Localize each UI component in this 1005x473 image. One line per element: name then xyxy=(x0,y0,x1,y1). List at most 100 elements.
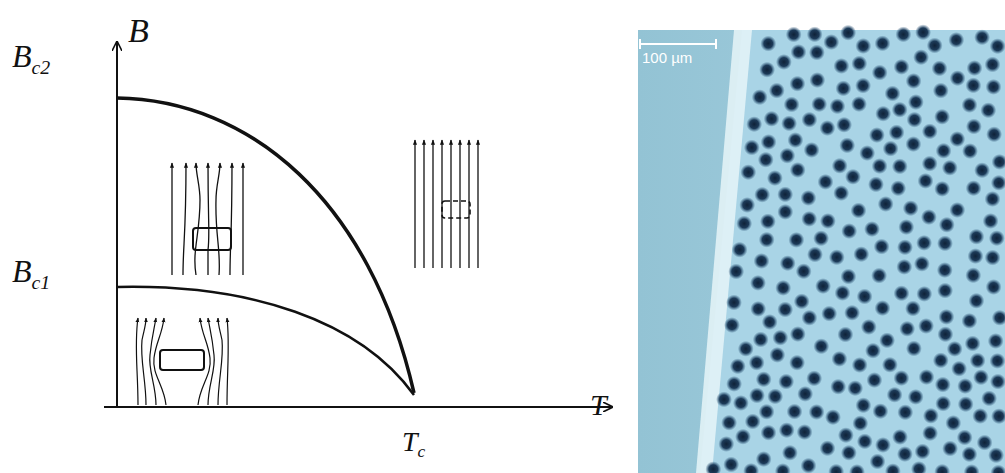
vortex xyxy=(948,32,964,48)
vortex xyxy=(945,415,961,431)
vortex xyxy=(895,26,911,42)
vortex xyxy=(887,387,903,403)
meissner-field-lines xyxy=(136,318,228,405)
vortex xyxy=(892,429,908,445)
vortex xyxy=(809,404,825,420)
axis-label: T xyxy=(590,390,607,420)
vortex xyxy=(875,35,891,51)
vortex xyxy=(832,158,848,174)
vortex xyxy=(916,235,932,251)
vortex xyxy=(934,464,950,473)
axis-label: Bc2 xyxy=(12,40,50,78)
vortex xyxy=(847,380,863,396)
vortex xyxy=(724,317,740,333)
vortex xyxy=(892,102,908,118)
vortex xyxy=(906,341,922,357)
vortex xyxy=(951,361,967,377)
vortex xyxy=(949,131,965,147)
vortex xyxy=(851,203,867,219)
vortex xyxy=(801,112,817,128)
vortex xyxy=(818,174,834,190)
vortex xyxy=(899,321,915,337)
vortex xyxy=(852,415,868,431)
vortex xyxy=(745,414,761,430)
vortex xyxy=(988,447,1004,463)
vortex xyxy=(830,379,846,395)
sample-edge xyxy=(696,30,752,473)
vortex xyxy=(762,314,778,330)
vortex xyxy=(813,338,829,354)
vortex xyxy=(962,143,978,159)
vortex xyxy=(749,355,765,371)
vortex xyxy=(913,49,929,65)
vortex xyxy=(781,115,797,131)
vortex xyxy=(870,454,886,470)
vortex xyxy=(821,306,837,322)
scale-bar xyxy=(715,39,717,49)
vortex xyxy=(942,160,958,176)
normal-field-lines xyxy=(415,140,478,268)
vortex xyxy=(885,86,901,102)
vortex xyxy=(759,62,775,78)
vortex xyxy=(938,309,954,325)
vortex xyxy=(735,429,751,445)
vortex xyxy=(968,293,984,309)
vortex xyxy=(790,162,806,178)
vortex xyxy=(800,190,816,206)
vortex xyxy=(786,27,802,43)
vortex xyxy=(855,78,871,94)
vortex xyxy=(851,56,867,72)
vortex xyxy=(837,327,853,343)
vortex xyxy=(756,371,772,387)
vortex xyxy=(778,374,794,390)
vortex xyxy=(857,433,873,449)
vortex xyxy=(992,154,1005,170)
vortex xyxy=(967,60,983,76)
vortex xyxy=(872,158,888,174)
vortex xyxy=(759,232,775,248)
vortex xyxy=(772,330,788,346)
scale-label: 100 µm xyxy=(642,50,692,65)
vortex xyxy=(733,395,749,411)
vortex xyxy=(855,38,871,54)
vortex xyxy=(991,408,1005,424)
vortex xyxy=(990,465,1005,473)
vortex xyxy=(965,336,981,352)
vortex xyxy=(989,353,1005,369)
vortex xyxy=(962,97,978,113)
vortex xyxy=(859,145,875,161)
vortex xyxy=(829,98,845,114)
vortex xyxy=(949,202,965,218)
vortex xyxy=(775,280,791,296)
vortex xyxy=(752,89,768,105)
vortex xyxy=(789,355,805,371)
mixed-field-lines xyxy=(172,163,243,275)
vortex xyxy=(937,235,953,251)
vortex xyxy=(730,358,746,374)
vortex xyxy=(894,285,910,301)
vortex xyxy=(879,332,895,348)
vortex xyxy=(835,80,851,96)
vortex xyxy=(871,268,887,284)
vortex xyxy=(756,451,772,467)
vortex xyxy=(932,60,948,76)
vortex xyxy=(796,263,812,279)
vortex xyxy=(934,181,950,197)
vortex xyxy=(974,162,990,178)
vortex xyxy=(833,185,849,201)
vortex xyxy=(885,463,901,473)
vortex xyxy=(739,197,755,213)
vortex xyxy=(732,242,748,258)
vortex xyxy=(869,127,885,143)
vortex xyxy=(744,140,760,156)
vortex xyxy=(844,305,860,321)
vortex xyxy=(939,217,955,233)
vortex xyxy=(992,310,1005,326)
vortex xyxy=(811,96,827,112)
vortex xyxy=(875,106,891,122)
vortex xyxy=(965,77,981,93)
vortex xyxy=(718,436,734,452)
vortex xyxy=(968,229,984,245)
